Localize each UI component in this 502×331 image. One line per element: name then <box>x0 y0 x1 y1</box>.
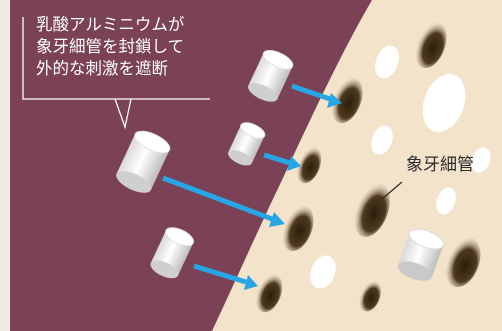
white-particles <box>310 45 491 289</box>
arrow-head <box>287 156 301 171</box>
tubule-openings <box>255 21 481 313</box>
arrow <box>263 152 291 166</box>
plug-cylinder <box>397 228 445 281</box>
tubule-opening <box>445 236 481 288</box>
white-particle <box>371 125 393 155</box>
particle-cylinder <box>248 50 294 102</box>
white-particle <box>471 147 491 173</box>
callout-line: 象牙細管を封鎖して <box>36 37 185 56</box>
arrow <box>193 263 247 285</box>
particle-cylinder <box>228 122 266 166</box>
tubule-opening <box>296 146 322 184</box>
white-particle <box>310 255 336 289</box>
callout-box <box>22 17 210 130</box>
tubule-opening <box>354 183 390 237</box>
tubule-opening <box>331 76 363 124</box>
particle-cylinder <box>116 130 171 193</box>
arrow <box>291 83 331 102</box>
white-particle <box>436 187 456 215</box>
arrow <box>162 175 273 222</box>
dentinal-tubule-label: 象牙細管 <box>406 155 474 175</box>
arrow-head <box>244 275 258 290</box>
arrow-head <box>269 212 285 227</box>
callout-text: 乳酸アルミニウムが 象牙細管を封鎖して 外的な刺激を遮断 <box>36 14 246 80</box>
arrow-head <box>327 93 342 108</box>
tubule-leader-line <box>381 181 403 200</box>
tubule-opening <box>282 204 314 252</box>
tubule-opening <box>255 273 283 313</box>
tubule-opening <box>415 21 447 69</box>
arrows <box>162 83 342 290</box>
particle-cylinder <box>150 227 195 279</box>
callout-line: 外的な刺激を遮断 <box>36 59 168 78</box>
tubule-opening <box>359 280 381 312</box>
white-particle <box>422 73 466 133</box>
white-particle <box>375 45 399 79</box>
callout-line: 乳酸アルミニウムが <box>36 15 185 34</box>
